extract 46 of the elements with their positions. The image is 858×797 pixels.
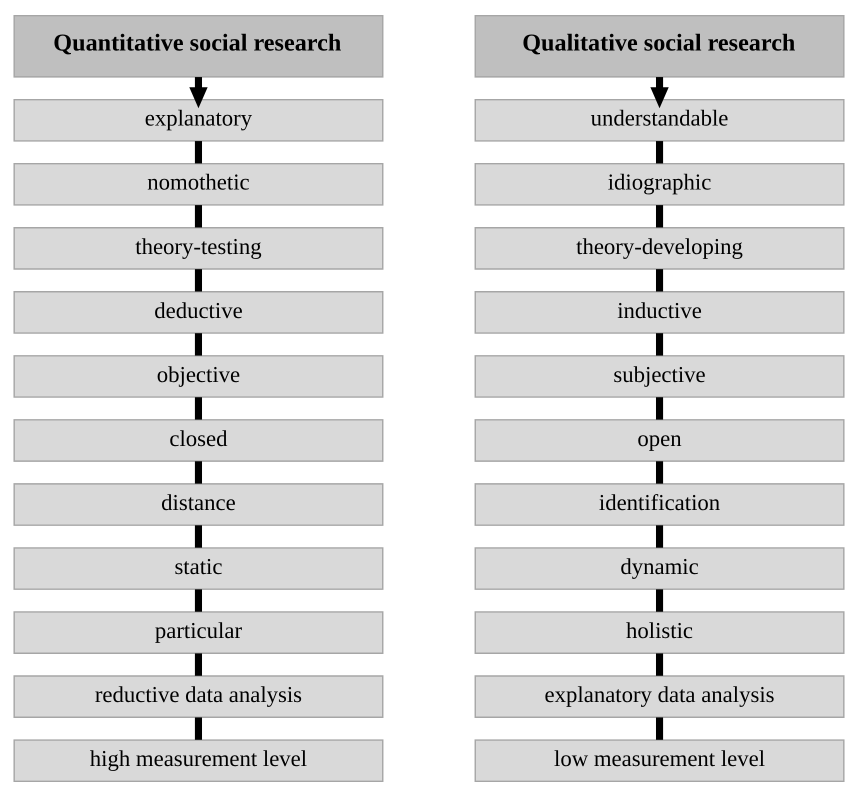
connector [194, 653, 202, 676]
connector [194, 205, 202, 228]
node-box: distance [13, 483, 384, 526]
arrow [189, 77, 208, 108]
node-box: particular [13, 611, 384, 654]
connector [194, 333, 202, 356]
connector [656, 141, 664, 164]
node-box: subjective [474, 355, 845, 398]
connector [656, 333, 664, 356]
connector [656, 461, 664, 484]
node-box: theory-testing [13, 227, 384, 270]
node-box: Qualitative social research [474, 14, 845, 78]
node-box: explanatory data analysis [474, 675, 845, 718]
connector [194, 141, 202, 164]
node-box: holistic [474, 611, 845, 654]
node-box: static [13, 547, 384, 590]
node-box: theory-developing [474, 227, 845, 270]
node-box: objective [13, 355, 384, 398]
connector [194, 717, 202, 740]
connector [656, 269, 664, 292]
connector [656, 717, 664, 740]
connector [194, 589, 202, 612]
node-box: low measurement level [474, 739, 845, 782]
node-box: closed [13, 419, 384, 462]
connector [656, 205, 664, 228]
node-box: reductive data analysis [13, 675, 384, 718]
arrow [650, 77, 669, 108]
node-box: identification [474, 483, 845, 526]
connector [656, 589, 664, 612]
connector [656, 525, 664, 548]
node-box: idiographic [474, 162, 845, 206]
connector [656, 397, 664, 420]
node-box: open [474, 419, 845, 462]
connector [194, 461, 202, 484]
node-box: explanatory [13, 98, 384, 142]
node-box: inductive [474, 291, 845, 334]
node-box: understandable [474, 98, 845, 142]
node-box: dynamic [474, 547, 845, 590]
connector [656, 653, 664, 676]
connector [194, 525, 202, 548]
node-box: nomothetic [13, 162, 384, 206]
node-box: high measurement level [13, 739, 384, 782]
connector [194, 397, 202, 420]
node-box: Quantitative social research [13, 14, 384, 78]
node-box: deductive [13, 291, 384, 334]
connector [194, 269, 202, 292]
